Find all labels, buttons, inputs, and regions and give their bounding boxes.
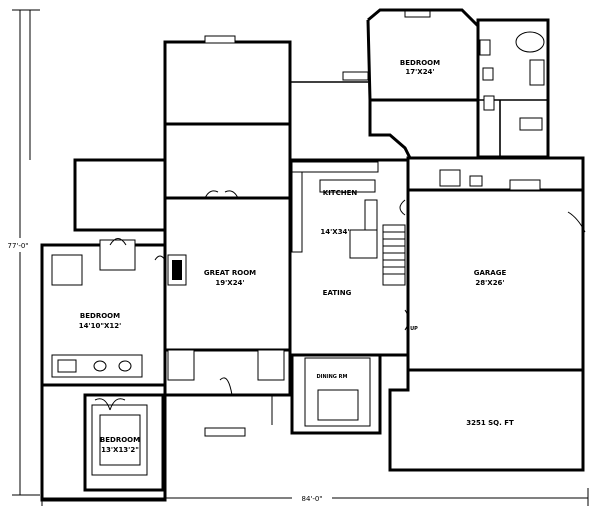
great-room-label: GREAT ROOM: [204, 269, 256, 277]
bedroom-w-label: BEDROOM: [80, 312, 120, 320]
great-room-size: 19'X24': [215, 279, 244, 287]
depth-dim-bg: [2, 238, 36, 252]
bedroom-ne-size: 17'X24': [405, 68, 434, 76]
eating-label: EATING: [323, 289, 352, 297]
entry-walls: [163, 349, 292, 437]
width-dim-bg: [292, 491, 332, 505]
kitchen-label: KITCHEN: [323, 189, 358, 197]
area-label: 3251 SQ. FT: [466, 419, 514, 427]
master-bath-fixtures: [479, 31, 545, 131]
dining-label: DINING RM: [317, 374, 348, 380]
bedroom-ne-walls: [290, 8, 550, 159]
kitchen-size: 14'X34': [320, 228, 349, 236]
bedroom-sw-label: BEDROOM: [100, 436, 140, 444]
north-rooms-walls: [163, 35, 292, 200]
bedroom-w-size: 14'10"X12': [79, 322, 122, 330]
area-box: [388, 370, 585, 472]
garage-walls: [404, 156, 586, 372]
bedroom-sw-walls: [83, 393, 165, 492]
width-dimension: 84'-0": [301, 495, 322, 503]
stairs: [382, 224, 406, 286]
bedroom-sw-size: 13'X13'2": [101, 446, 139, 454]
bedroom-ne-label: BEDROOM: [400, 59, 440, 67]
depth-dimension: 77'-0": [7, 242, 28, 250]
garage-label: GARAGE: [474, 269, 507, 277]
up-mark: UP: [410, 326, 418, 332]
garage-size: 28'X26': [475, 279, 504, 287]
dining-walls: [290, 353, 382, 435]
west-wing-walls: [40, 158, 167, 502]
